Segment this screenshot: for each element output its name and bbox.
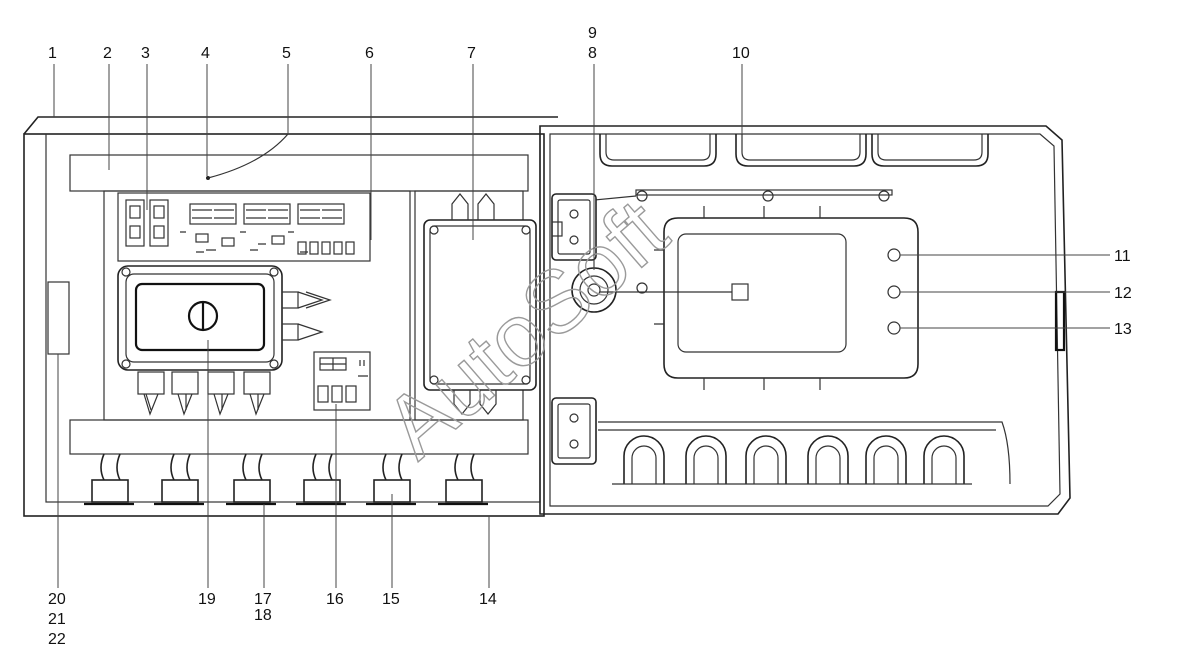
cable-glands: [84, 453, 488, 506]
label-4: 4: [201, 45, 210, 62]
label-22: 22: [48, 631, 66, 648]
label-1: 1: [48, 45, 57, 62]
relay-fuse-strip: [117, 192, 371, 262]
relay-socket-lower: [551, 397, 597, 465]
label-16: 16: [326, 591, 344, 608]
label-5: 5: [282, 45, 291, 62]
label-2: 2: [103, 45, 112, 62]
label-15: 15: [382, 591, 400, 608]
label-3: 3: [141, 45, 150, 62]
control-box: [423, 193, 537, 415]
central-junction-box: [117, 265, 332, 371]
label-10: 10: [732, 45, 750, 62]
label-17: 17: [254, 591, 272, 608]
label-21: 21: [48, 611, 66, 628]
label-18: 18: [254, 607, 272, 624]
leader-lines: [53, 64, 1110, 588]
label-19: 19: [198, 591, 216, 608]
label-13: 13: [1114, 321, 1132, 338]
label-7: 7: [467, 45, 476, 62]
label-6: 6: [365, 45, 374, 62]
small-relay-block: [313, 351, 371, 411]
right-tray: [539, 125, 1071, 515]
side-label-plate: [47, 281, 70, 355]
relay-socket-upper: [551, 193, 597, 261]
junction-connectors: [137, 371, 271, 416]
label-9: 9: [588, 25, 597, 42]
label-8: 8: [588, 45, 597, 62]
label-12: 12: [1114, 285, 1132, 302]
left-enclosure: [23, 116, 558, 517]
callout-labels: 1 2 3 4 5 6 7 9 8 10 11 12 13 14 15 16 1…: [48, 25, 1132, 648]
label-20: 20: [48, 591, 66, 608]
label-14: 14: [479, 591, 497, 608]
label-11: 11: [1114, 248, 1131, 265]
